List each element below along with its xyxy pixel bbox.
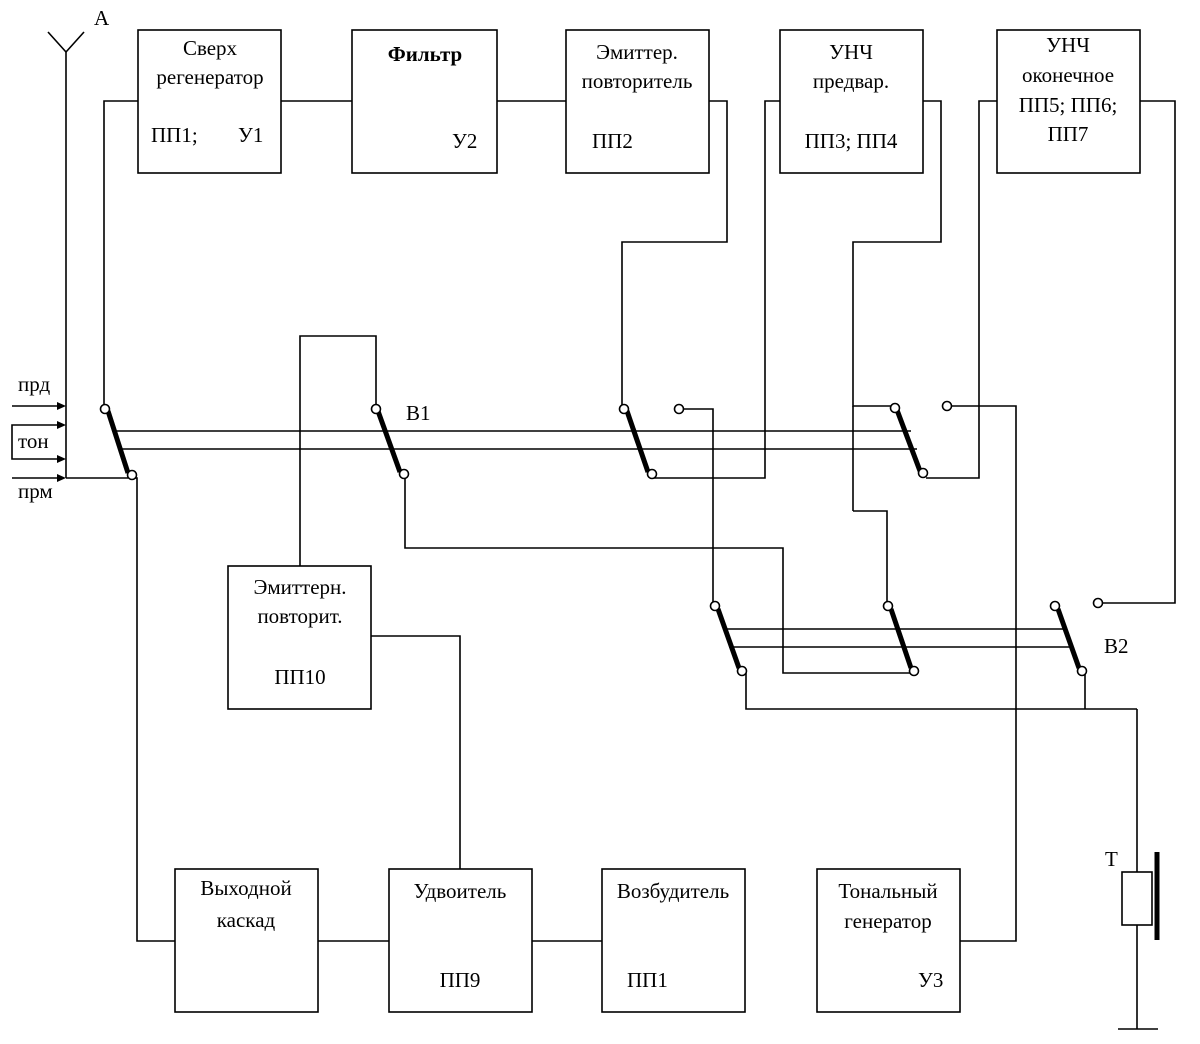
emitter-mid-line2: повторит. [257, 604, 342, 628]
emitter-top-line2: повторитель [582, 69, 693, 93]
switch-b2-label: В2 [1104, 634, 1129, 658]
block-emitter-follower-mid: Эмиттерн. повторит. ПП10 [227, 565, 372, 710]
super-regen-code-b: У1 [238, 123, 263, 147]
block-lf-preamp: УНЧ предвар. ПП3; ПП4 [779, 29, 924, 174]
lf-final-line2: оконечное [1022, 63, 1114, 87]
block-tone-generator: Тональный генератор У3 [816, 868, 961, 1013]
block-doubler: Удвоитель ПП9 [388, 868, 533, 1013]
lf-preamp-line2: предвар. [813, 69, 889, 93]
emitter-mid-line1: Эмиттерн. [253, 575, 346, 599]
input-label-prm: прм [18, 479, 53, 503]
block-emitter-follower-top: Эмиттер. повторитель ПП2 [565, 29, 710, 174]
block-lf-final: УНЧ оконечное ПП5; ПП6; ПП7 [996, 29, 1141, 174]
block-super-regenerator: Сверх регенератор ПП1; У1 [137, 29, 282, 174]
arrow-prd-icon [57, 402, 66, 410]
super-regen-line2: регенератор [156, 65, 263, 89]
arrow-ton-top-icon [57, 421, 66, 429]
emitter-top-code: ПП2 [592, 129, 633, 153]
switch-b2 [709, 597, 1104, 677]
tone-gen-line2: генератор [844, 909, 931, 933]
lf-preamp-code: ПП3; ПП4 [805, 129, 898, 153]
input-label-prd: прд [18, 372, 50, 396]
filter-code: У2 [452, 129, 477, 153]
earphone-icon [1118, 852, 1160, 1030]
tone-gen-code: У3 [918, 968, 943, 992]
lf-preamp-line1: УНЧ [829, 40, 873, 64]
exciter-label: Возбудитель [617, 879, 729, 903]
exciter-code: ПП1 [627, 968, 668, 992]
arrow-prm-icon [57, 474, 66, 482]
block-exciter: Возбудитель ПП1 [601, 868, 746, 1013]
lf-final-line3: ПП5; ПП6; [1019, 93, 1118, 117]
super-regen-line1: Сверх [183, 36, 238, 60]
output-stage-line2: каскад [217, 908, 276, 932]
lf-final-line4: ПП7 [1048, 122, 1089, 146]
switch-b1-label: В1 [406, 401, 431, 425]
block-output-stage: Выходной каскад [174, 868, 319, 1013]
doubler-code: ПП9 [440, 968, 481, 992]
filter-label: Фильтр [388, 42, 462, 66]
antenna-label: А [94, 6, 110, 30]
doubler-label: Удвоитель [414, 879, 507, 903]
lf-final-line1: УНЧ [1046, 33, 1090, 57]
input-label-ton: тон [18, 429, 49, 453]
phone-label: Т [1105, 847, 1118, 871]
block-filter: Фильтр У2 [351, 29, 498, 174]
emitter-top-line1: Эмиттер. [596, 40, 678, 64]
super-regen-code-a: ПП1; [151, 123, 198, 147]
emitter-mid-code: ПП10 [274, 665, 325, 689]
arrow-ton-bottom-icon [57, 455, 66, 463]
switch-b1 [99, 400, 953, 481]
tone-gen-line1: Тональный [838, 879, 937, 903]
input-lines: прд тон прм [11, 372, 66, 503]
antenna-icon [47, 31, 85, 478]
wiring [66, 100, 1176, 1029]
output-stage-line1: Выходной [200, 876, 291, 900]
